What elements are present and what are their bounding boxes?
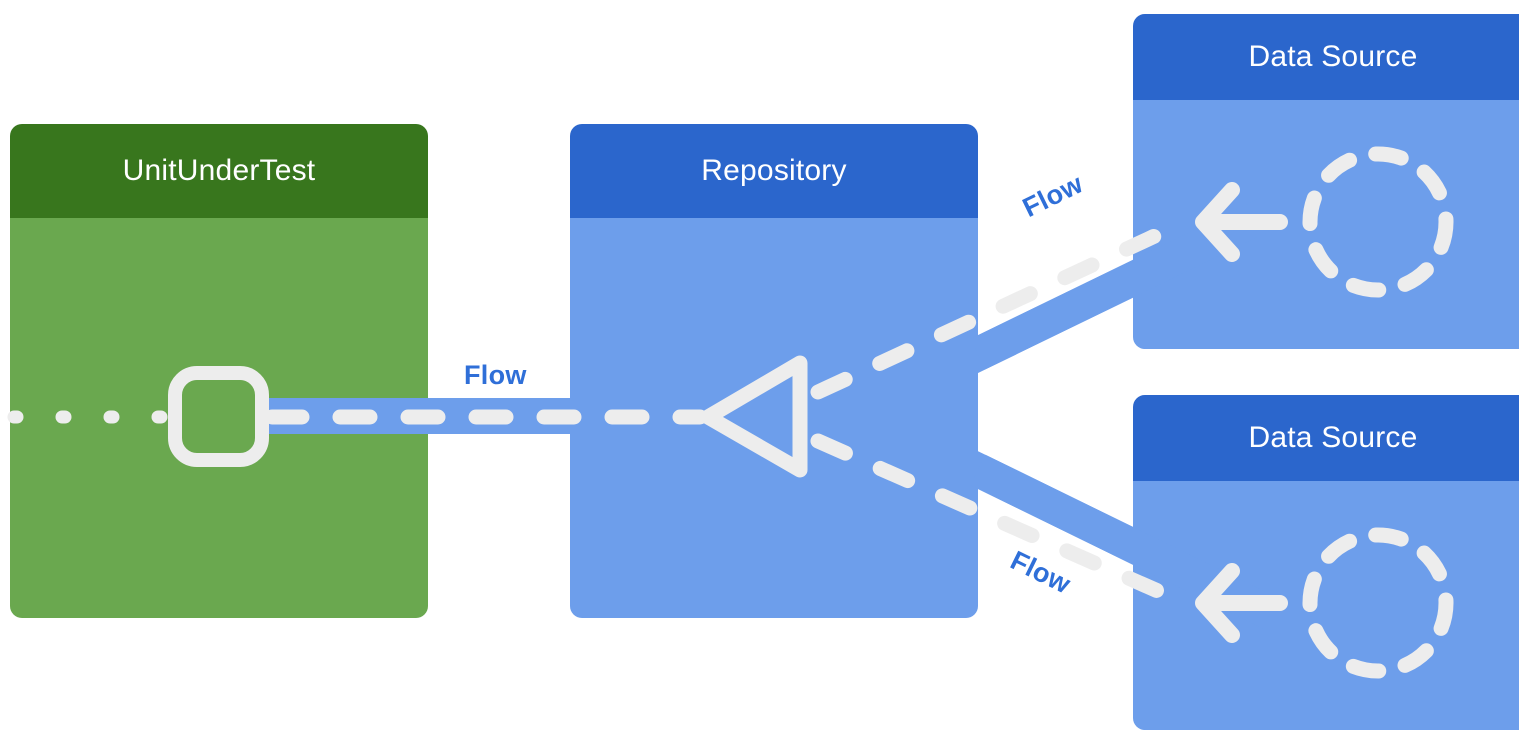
node-header-unit-under-test: UnitUnderTest <box>10 124 428 218</box>
edge-label-main: Flow <box>464 360 527 390</box>
node-header-data-source-2: Data Source <box>1133 395 1519 481</box>
edge-bottom-band-over <box>970 454 1278 629</box>
node-title-data-source-1: Data Source <box>1248 40 1418 73</box>
edge-top-band-over <box>970 196 1278 370</box>
node-title-unit-under-test: UnitUnderTest <box>122 154 316 187</box>
node-title-data-source-2: Data Source <box>1248 421 1418 454</box>
node-header-data-source-1: Data Source <box>1133 14 1519 100</box>
node-title-repository: Repository <box>701 154 847 187</box>
node-header-repository: Repository <box>570 124 978 218</box>
